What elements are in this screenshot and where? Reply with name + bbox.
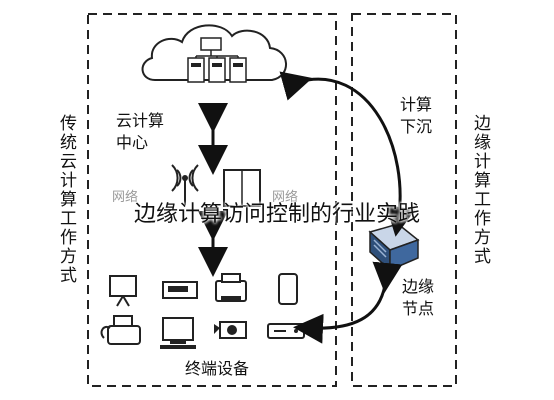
projector-icon: [162, 281, 198, 299]
printer-icon: [215, 273, 247, 302]
router-device-icon: [267, 323, 305, 339]
edge-server-icon: [368, 223, 420, 272]
traditional-cloud-box: [87, 13, 337, 387]
network-label-left: 网络: [112, 190, 139, 205]
edge-node-label: 边缘节点: [402, 277, 435, 318]
fax-machine-icon: [100, 315, 141, 345]
edge-devices-curve-arrow: [293, 261, 403, 344]
projector-screen-icon: [109, 275, 137, 307]
edge-computing-label: 边缘计算工作方式: [470, 114, 490, 266]
wireless-antenna-icon: [171, 164, 199, 205]
terminal-devices-label: 终端设备: [184, 359, 249, 378]
compute-sink-label: 计算下沉: [400, 95, 433, 136]
phone-icon: [278, 273, 298, 305]
camera-icon: [214, 321, 247, 339]
traditional-cloud-label: 传统云计算工作方式: [56, 114, 76, 285]
network-label-right: 网络: [272, 190, 299, 205]
router-icon: [223, 169, 261, 207]
desktop-computer-icon: [160, 317, 196, 349]
cloud-edge-curve-arrow: [279, 71, 416, 237]
cloud-shape: [141, 24, 287, 81]
cloud-server-icon: [187, 37, 247, 83]
overlay-title: 边缘计算访问控制的行业实践: [133, 202, 420, 227]
cloud-center-label: 云计算中心: [116, 111, 165, 152]
